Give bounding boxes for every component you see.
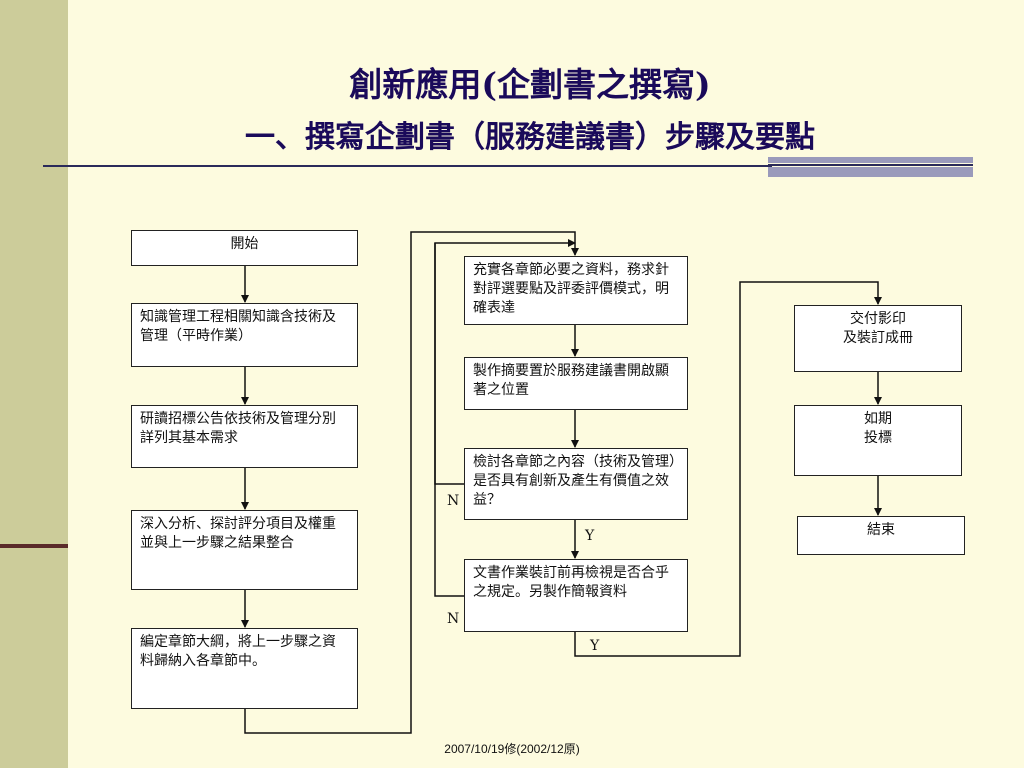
step-study-tender: 研讀招標公告依技術及管理分別詳列其基本需求 bbox=[131, 405, 358, 468]
title-decor-bar bbox=[768, 157, 973, 179]
arrow-step4-to-middle bbox=[244, 231, 579, 734]
step-review-innovation: 檢討各章節之內容（技術及管理）是否具有創新及產生有價值之效益？ bbox=[464, 448, 688, 520]
title-underline bbox=[43, 165, 772, 167]
side-accent-line bbox=[0, 544, 68, 548]
step-outline-chapters: 編定章節大綱，將上一步驟之資料歸納入各章節中。 bbox=[131, 628, 358, 709]
slide-subtitle: 一、撰寫企劃書（服務建議書）步驟及要點 bbox=[245, 120, 815, 155]
step-print-bind: 交付影印 及裝訂成冊 bbox=[794, 305, 962, 372]
label-no-2: N bbox=[447, 611, 460, 627]
side-band bbox=[0, 0, 68, 768]
step-enrich-chapters: 充實各章節必要之資料，務求針對評選要點及評委評價模式，明確表達 bbox=[464, 256, 688, 325]
start-node: 開始 bbox=[131, 230, 358, 266]
step-make-summary: 製作摘要置於服務建議書開啟顯著之位置 bbox=[464, 357, 688, 410]
step-submit-bid: 如期 投標 bbox=[794, 405, 962, 476]
footer-date: 2007/10/19修(2002/12原) bbox=[444, 742, 580, 756]
arrow-mid4-to-right bbox=[574, 281, 882, 657]
step-knowledge-management: 知識管理工程相關知識含技術及管理（平時作業） bbox=[131, 303, 358, 367]
step-analyze-scoring: 深入分析、探討評分項目及權重並與上一步驟之結果整合 bbox=[131, 510, 358, 590]
label-yes-2: Y bbox=[590, 638, 600, 654]
step-final-check: 文書作業裝訂前再檢視是否合乎之規定。另製作簡報資料 bbox=[464, 559, 688, 632]
label-yes-1: Y bbox=[585, 528, 595, 544]
arrow-no-loop-2 bbox=[434, 243, 464, 597]
end-node: 結束 bbox=[797, 516, 965, 555]
slide-title: 創新應用(企劃書之撰寫) bbox=[349, 65, 711, 104]
label-no-1: N bbox=[447, 493, 460, 509]
